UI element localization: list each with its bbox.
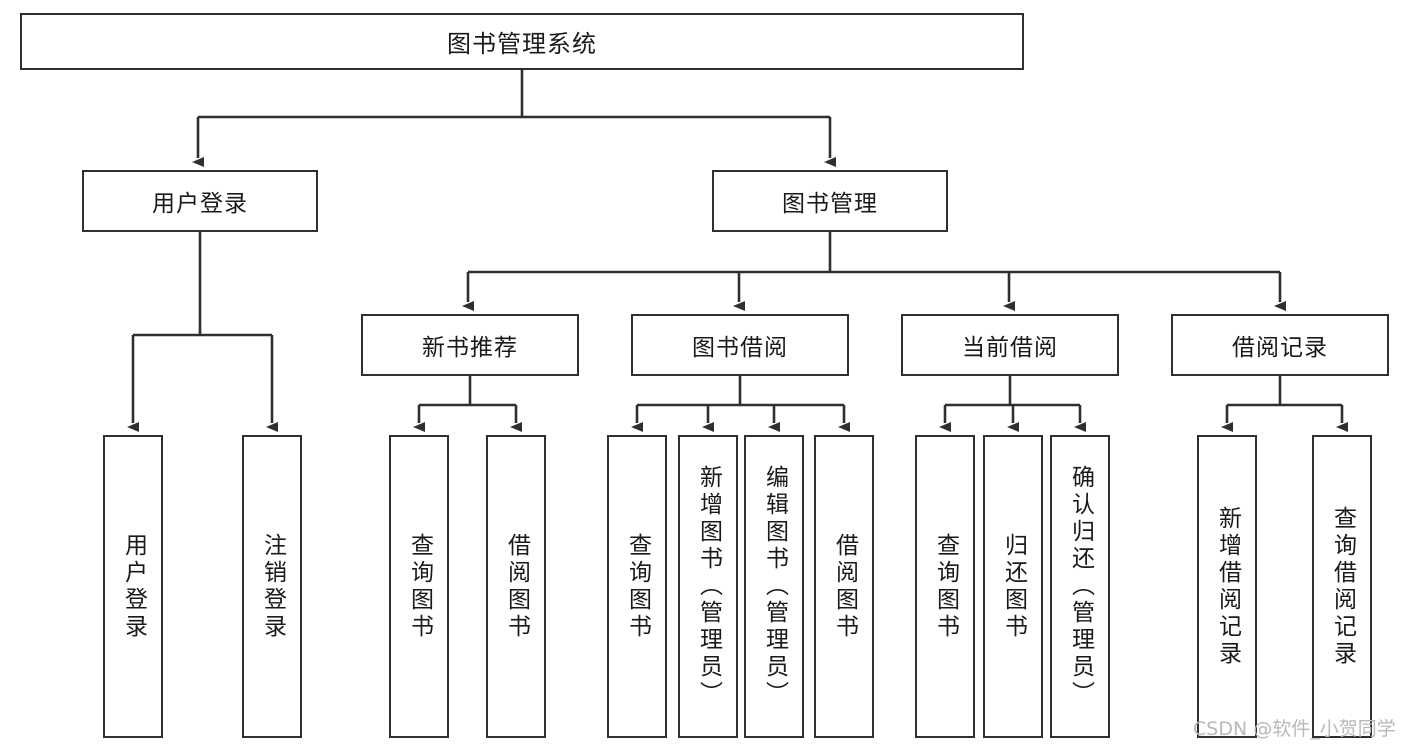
- node-borrow-record-label: 借阅记录: [1232, 335, 1328, 361]
- node-leaf-user-login-label: 用户登录: [120, 532, 147, 641]
- node-leaf-borrow-book-2[interactable]: 借阅图书: [814, 435, 874, 738]
- node-current-borrow[interactable]: 当前借阅: [901, 314, 1119, 376]
- node-user-login-label: 用户登录: [152, 191, 248, 217]
- node-borrow-record[interactable]: 借阅记录: [1171, 314, 1389, 376]
- node-leaf-add-record[interactable]: 新增借阅记录: [1197, 435, 1257, 738]
- node-leaf-query-record-label: 查询借阅记录: [1329, 505, 1356, 668]
- node-leaf-edit-book[interactable]: 编辑图书（管理员）: [744, 435, 804, 738]
- node-book-borrow[interactable]: 图书借阅: [631, 314, 849, 376]
- node-leaf-borrow-book-1[interactable]: 借阅图书: [486, 435, 546, 738]
- node-root-label: 图书管理系统: [447, 30, 597, 58]
- node-current-borrow-label: 当前借阅: [962, 335, 1058, 361]
- node-leaf-borrow-book-2-label: 借阅图书: [831, 532, 858, 641]
- node-leaf-query-book-3[interactable]: 查询图书: [915, 435, 975, 738]
- node-leaf-query-book-2[interactable]: 查询图书: [607, 435, 667, 738]
- node-leaf-confirm-return-label: 确认归还（管理员）: [1067, 465, 1094, 708]
- node-book-borrow-label: 图书借阅: [692, 335, 788, 361]
- node-leaf-user-login[interactable]: 用户登录: [103, 435, 163, 738]
- node-leaf-confirm-return[interactable]: 确认归还（管理员）: [1050, 435, 1110, 738]
- node-leaf-query-record[interactable]: 查询借阅记录: [1312, 435, 1372, 738]
- node-leaf-logout[interactable]: 注销登录: [242, 435, 302, 738]
- node-book-manage-label: 图书管理: [782, 191, 878, 217]
- node-new-book-rec[interactable]: 新书推荐: [361, 314, 579, 376]
- watermark-text: CSDN @软件_小贺同学: [1193, 718, 1396, 740]
- node-leaf-return-book[interactable]: 归还图书: [983, 435, 1043, 738]
- node-leaf-query-book-1-label: 查询图书: [406, 532, 433, 641]
- node-leaf-query-book-3-label: 查询图书: [932, 532, 959, 641]
- node-leaf-return-book-label: 归还图书: [1000, 532, 1027, 641]
- node-leaf-query-book-2-label: 查询图书: [624, 532, 651, 641]
- node-leaf-borrow-book-1-label: 借阅图书: [503, 532, 530, 641]
- node-user-login[interactable]: 用户登录: [82, 170, 318, 232]
- node-leaf-logout-label: 注销登录: [259, 532, 286, 641]
- node-root[interactable]: 图书管理系统: [20, 13, 1024, 70]
- node-leaf-query-book-1[interactable]: 查询图书: [389, 435, 449, 738]
- node-leaf-add-book-label: 新增图书（管理员）: [695, 465, 722, 708]
- node-leaf-edit-book-label: 编辑图书（管理员）: [761, 465, 788, 708]
- node-leaf-add-record-label: 新增借阅记录: [1214, 505, 1241, 668]
- node-book-manage[interactable]: 图书管理: [712, 170, 948, 232]
- node-new-book-rec-label: 新书推荐: [422, 335, 518, 361]
- node-leaf-add-book[interactable]: 新增图书（管理员）: [678, 435, 738, 738]
